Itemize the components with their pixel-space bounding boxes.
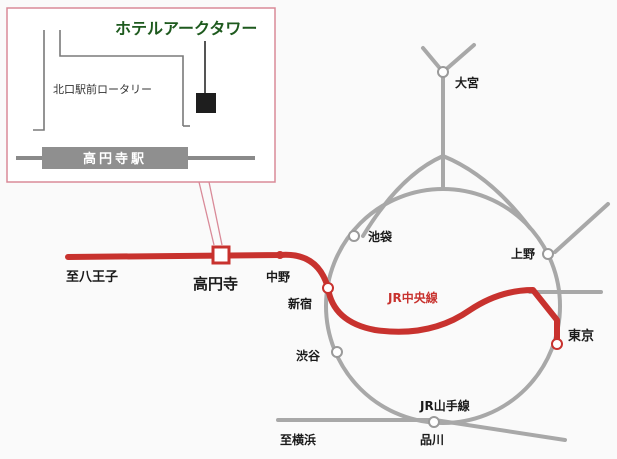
tokyo-marker [551,338,563,350]
koenji-marker [211,245,231,265]
nakano-label: 中野 [266,269,290,284]
hotel-name-label: ホテルアークタワー [115,19,257,38]
hachioji-direction-label: 至八王子 [66,270,118,285]
shinagawa-marker [428,416,440,428]
station-sign [42,147,188,169]
omiya-marker [437,66,449,78]
hotel-marker [196,93,216,113]
shinjuku-marker [322,282,334,294]
shibuya-label: 渋谷 [296,348,321,363]
chuo-line-label: JR中央線 [387,290,438,305]
yokohama-direction-label: 至横浜 [280,432,316,447]
chuo-line [65,251,560,347]
nakano-marker [276,251,284,259]
shinjuku-label: 新宿 [288,296,312,311]
callout-pointer-right [208,181,223,246]
rotary-label: 北口駅前ロータリー [53,82,152,96]
ikebukuro-marker [348,230,360,242]
shinagawa-label: 品川 [420,433,444,447]
line-omiya-right [441,43,476,74]
station-sign-text: 高円寺駅 [83,151,147,167]
ueno-label: 上野 [511,246,535,261]
omiya-label: 大宮 [455,75,479,90]
ueno-marker [542,248,554,260]
street-outline [59,30,184,126]
ikebukuro-label: 池袋 [368,229,393,244]
yamanote-line-label: JR山手線 [419,398,470,413]
line-ueno-branch [553,202,610,254]
line-branch-ueno [441,154,532,230]
callout-pointer-left [198,181,215,246]
inset-streets [33,30,190,131]
shibuya-marker [331,346,343,358]
line-branch-ikebukuro [361,154,445,238]
tokyo-label: 東京 [568,328,594,344]
street-left [33,30,45,131]
inset-callout: 高円寺駅 ホテルアークタワー 北口駅前ロータリー [6,7,276,246]
koenji-label: 高円寺 [193,275,238,293]
